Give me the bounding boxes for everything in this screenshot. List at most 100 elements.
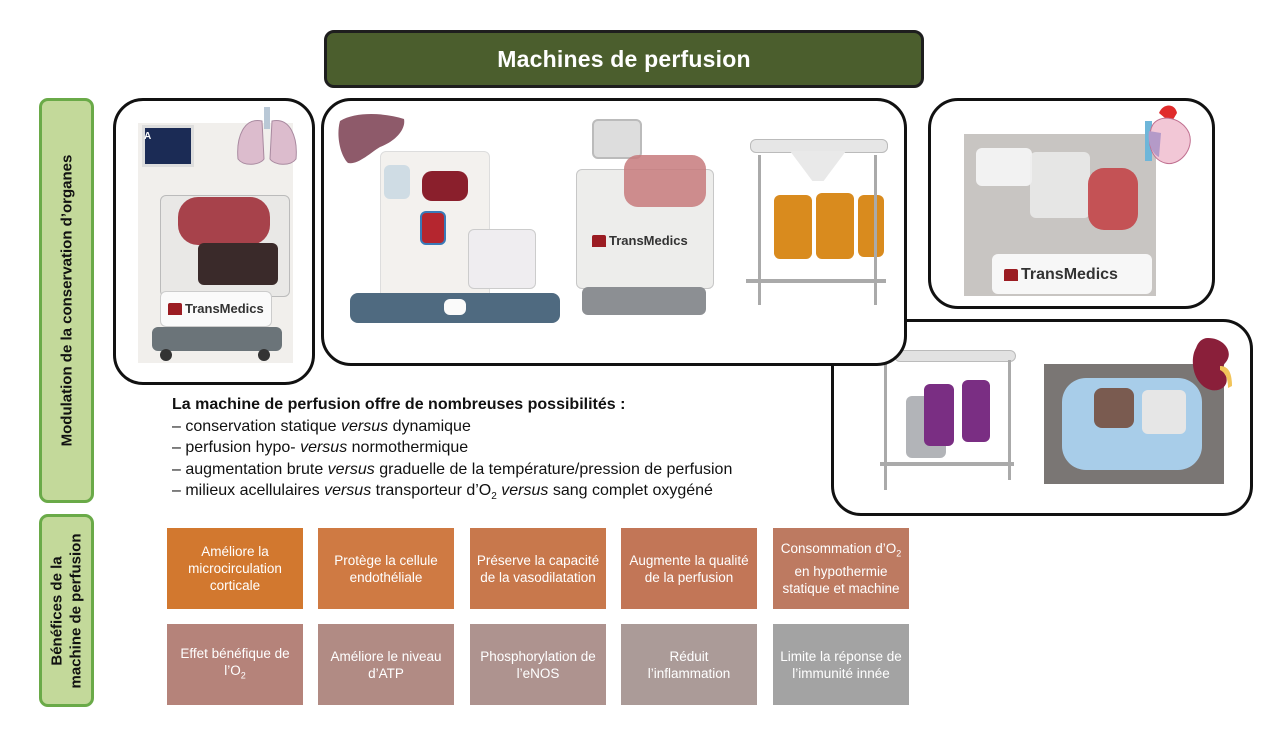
lid xyxy=(1030,152,1090,218)
pump-unit xyxy=(924,384,954,446)
liver-machine-1-photo xyxy=(350,151,570,331)
benefit-text: microcirculation xyxy=(188,561,282,576)
benefit-text: l’eNOS xyxy=(516,665,560,681)
brand-plate xyxy=(160,291,272,327)
heart-icon xyxy=(1145,105,1191,165)
brand-label: TransMedics xyxy=(592,233,688,248)
benefit-text: Réduit xyxy=(669,648,709,664)
brand-label: TransMedics xyxy=(168,301,264,316)
organ-container xyxy=(468,229,536,289)
brand-plate xyxy=(992,254,1152,294)
tray xyxy=(894,350,1016,362)
kidney-machine-1-photo xyxy=(880,350,1020,500)
side-label-benefits-line2: machine de perfusion xyxy=(67,532,85,689)
heart-machine-photo: TransMedics xyxy=(964,134,1156,296)
tubing-area xyxy=(198,243,278,285)
benefit-text: Augmente la qualité xyxy=(629,552,749,568)
benefit-text: Limite la réponse de xyxy=(780,648,902,664)
transmedics-logo-icon xyxy=(1004,269,1018,281)
pump-unit xyxy=(858,195,884,257)
cart-frame xyxy=(758,155,761,305)
cart-frame xyxy=(884,360,887,490)
funnel xyxy=(790,151,846,181)
pump-unit xyxy=(816,193,854,259)
pump-unit xyxy=(774,195,812,259)
benefit-text: Améliore la xyxy=(201,544,269,559)
cart-frame xyxy=(746,279,886,283)
benefit-text: Effet bénéfique de xyxy=(180,645,290,661)
side-label-modulation-text: Modulation de la conservation d’organes xyxy=(58,154,75,447)
monitor xyxy=(592,119,642,159)
panel-heart-machine: TransMedics xyxy=(928,98,1215,309)
possibility-item: – milieux acellulaires versus transporte… xyxy=(172,482,713,503)
benefit-text: en hypothermie xyxy=(794,563,888,579)
side-label-benefits: Bénéfices de la machine de perfusion xyxy=(39,514,94,707)
title-text: Machines de perfusion xyxy=(497,45,751,72)
benefit-text: l’inflammation xyxy=(647,665,731,681)
cart-frame xyxy=(880,462,1014,466)
benefit-text: statique et machine xyxy=(782,580,900,596)
monitor xyxy=(976,148,1032,186)
control-panel xyxy=(384,165,410,199)
kidney-machine-2-photo xyxy=(1044,364,1224,484)
benefit-text: corticale xyxy=(209,578,261,593)
monitor-screen xyxy=(142,125,194,167)
lung-icon xyxy=(237,107,297,165)
device-base xyxy=(582,287,706,315)
device-switch xyxy=(444,299,466,315)
cart-frame xyxy=(874,155,877,305)
panel-liver-machines: TransMedics xyxy=(321,98,907,366)
title-banner: Machines de perfusion xyxy=(324,30,924,88)
organ-chamber xyxy=(624,155,706,207)
benefit-text: Préserve la capacité xyxy=(476,552,600,568)
transmedics-logo-icon xyxy=(168,302,182,315)
brand-label: TransMedics xyxy=(1004,266,1118,284)
benefit-text: l’O2 xyxy=(224,662,246,681)
side-label-modulation: Modulation de la conservation d’organes xyxy=(39,98,94,503)
blood-reservoir xyxy=(422,171,468,201)
organ-chamber xyxy=(178,197,270,245)
organ-chamber xyxy=(1094,388,1134,428)
benefit-text: d’ATP xyxy=(368,665,404,681)
cart-frame xyxy=(1008,360,1011,480)
benefit-box: Améliore la microcirculation corticale xyxy=(167,528,303,609)
organ-chamber xyxy=(1088,168,1138,230)
possibility-item: – perfusion hypo- versus normothermique xyxy=(172,439,469,456)
possibilities-description: La machine de perfusion offre de nombreu… xyxy=(172,394,812,508)
possibilities-heading: La machine de perfusion offre de nombreu… xyxy=(172,396,626,413)
liver-machine-3-photo xyxy=(744,139,892,335)
possibility-item: – augmentation brute versus graduelle de… xyxy=(172,460,733,478)
corner-label: A xyxy=(144,131,152,142)
benefit-text: Protège la cellule xyxy=(334,552,438,568)
benefit-text: l’immunité innée xyxy=(792,665,890,681)
oxygenator xyxy=(420,211,446,245)
liver-machine-2-photo: TransMedics xyxy=(576,119,716,341)
benefit-text: endothéliale xyxy=(349,569,423,585)
possibility-item: – conservation statique versus dynamique xyxy=(172,417,471,435)
wheel-icon xyxy=(258,349,270,361)
wheel-icon xyxy=(160,349,172,361)
tray xyxy=(750,139,888,153)
kidney-icon xyxy=(1192,338,1232,391)
transmedics-logo-icon xyxy=(592,234,606,247)
benefit-text: Consommation d’O2 xyxy=(780,541,902,559)
panel-lung-machine: A TransMedics xyxy=(113,98,315,385)
pump-module xyxy=(1142,390,1186,434)
side-label-benefits-text: Bénéfices de la machine de perfusion xyxy=(48,533,86,688)
side-label-benefits-line1: Bénéfices de la xyxy=(48,555,66,666)
benefit-text: de la perfusion xyxy=(644,569,734,585)
device-base xyxy=(152,327,282,351)
liver-icon xyxy=(338,114,405,164)
benefit-text: Améliore le niveau xyxy=(330,648,442,664)
lung-machine-photo: A TransMedics xyxy=(138,123,293,363)
benefit-text: Phosphorylation de xyxy=(480,648,596,664)
